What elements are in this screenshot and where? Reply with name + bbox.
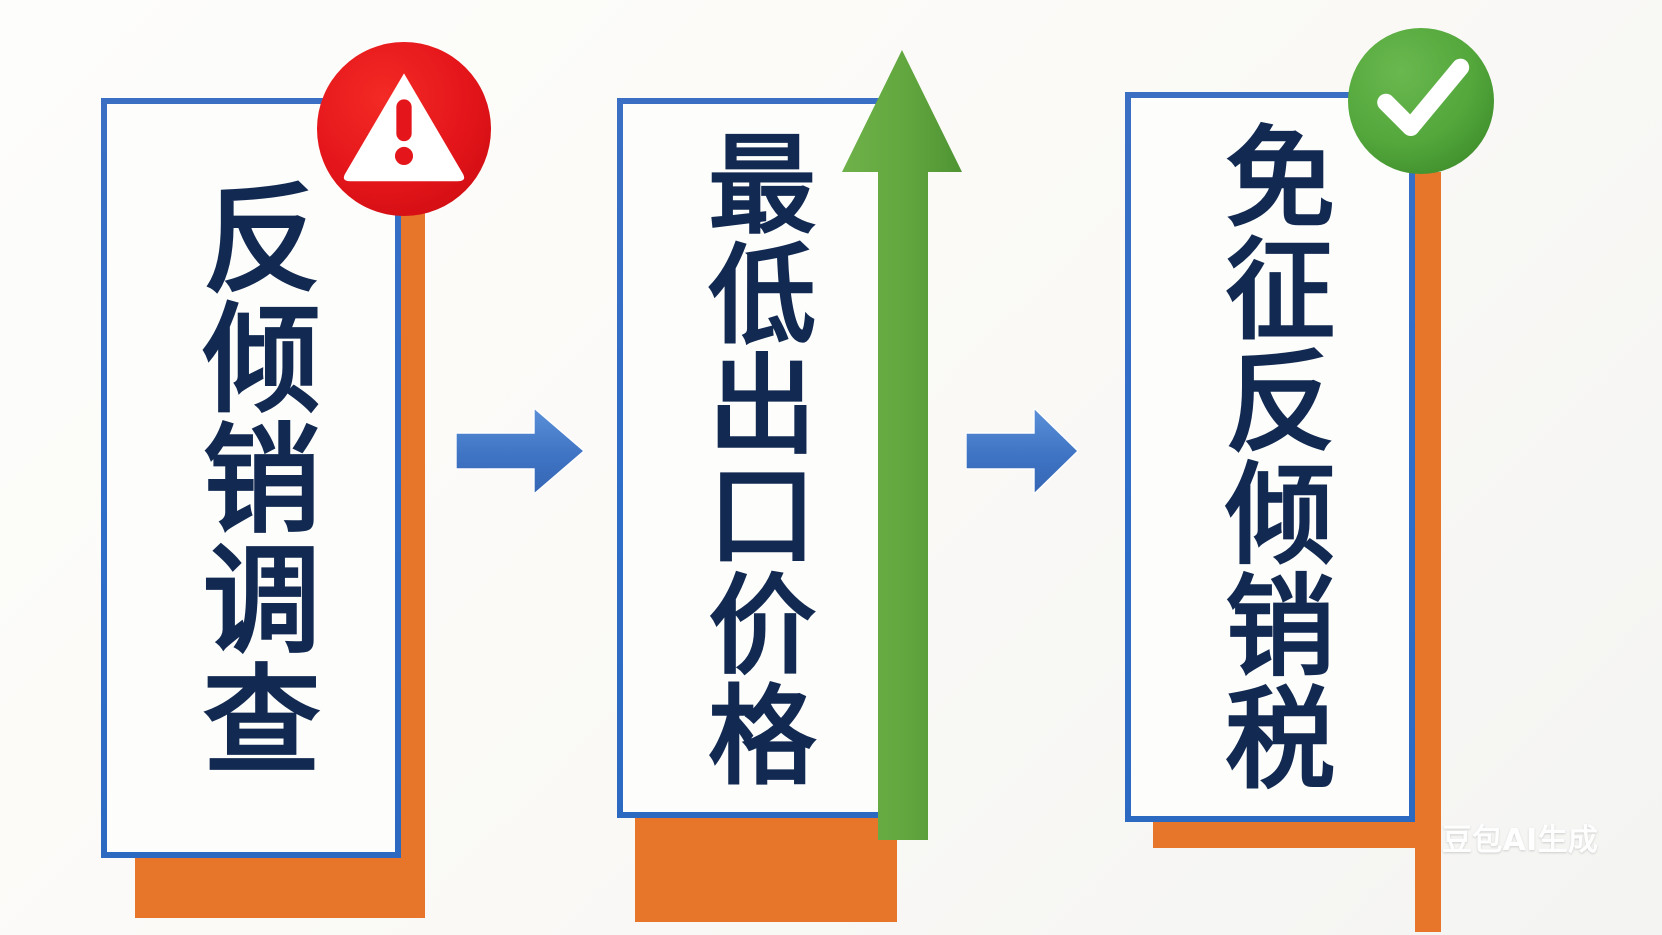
check-circle-icon xyxy=(1348,28,1494,174)
step-card-2-label: 最低出口价格 xyxy=(690,127,816,789)
warning-icon xyxy=(317,42,491,216)
connector-arrow-1 xyxy=(455,406,586,496)
connector-arrow-2 xyxy=(965,406,1080,496)
step-card-1-border: 反倾销调查 xyxy=(101,98,401,858)
step-card-3-border: 免征反倾销税 xyxy=(1125,92,1415,822)
step-card-3-label: 免征反倾销税 xyxy=(1206,120,1335,794)
step-card-3[interactable]: 免征反倾销税 xyxy=(1125,92,1441,932)
up-arrow-icon xyxy=(842,50,962,840)
step-card-3-shadow xyxy=(1415,172,1441,932)
watermark-label: 豆包AI生成 xyxy=(1442,823,1599,858)
step-card-3-shadow-bottom xyxy=(1153,822,1441,848)
step-card-1-label: 反倾销调查 xyxy=(182,177,321,779)
step-card-1[interactable]: 反倾销调查 xyxy=(101,98,425,918)
